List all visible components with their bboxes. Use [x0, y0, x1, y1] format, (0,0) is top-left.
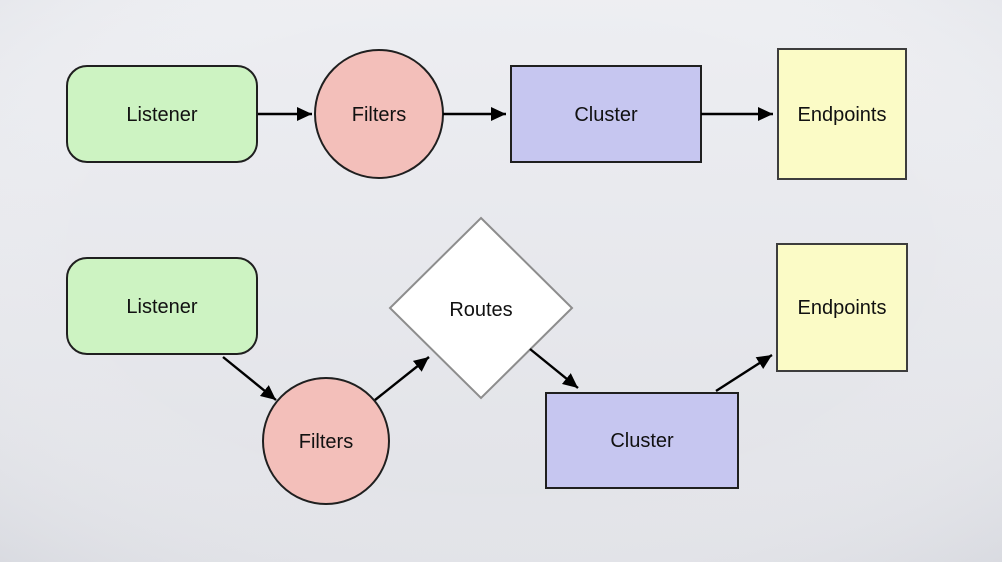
- endpoints-label: Endpoints: [798, 104, 887, 126]
- filters-circle: [262, 377, 390, 505]
- arrow-listener-to-filters-bottom: [222, 356, 277, 401]
- endpoints-square: [777, 48, 907, 180]
- filters-label: Filters: [352, 104, 406, 126]
- listener-label: Listener: [126, 296, 197, 318]
- listener-rounded-rect: [66, 65, 258, 163]
- arrow-routes-to-cluster-bottom: [529, 348, 579, 389]
- bottom-flow: Listener Filters Routes Cluster Endpoint…: [66, 216, 908, 505]
- cluster-label: Cluster: [574, 104, 638, 126]
- node-filters-top: Filters: [314, 49, 444, 179]
- endpoints-label: Endpoints: [798, 297, 887, 319]
- arrow-cluster-to-endpoints-bottom: [715, 353, 773, 393]
- listener-label: Listener: [126, 104, 197, 126]
- endpoints-square: [776, 243, 908, 372]
- cluster-label: Cluster: [610, 430, 674, 452]
- node-endpoints-bottom: Endpoints: [776, 243, 908, 372]
- node-filters-bottom: Filters: [262, 377, 390, 505]
- cluster-rect: [510, 65, 702, 163]
- node-listener-top: Listener: [66, 65, 258, 163]
- node-listener-bottom: Listener: [66, 257, 258, 355]
- arrow-filters-to-routes-bottom: [374, 356, 430, 401]
- node-cluster-top: Cluster: [510, 65, 702, 163]
- filters-label: Filters: [299, 431, 353, 453]
- routes-diamond: [388, 216, 574, 400]
- top-flow: Listener Filters Cluster Endpoints: [66, 48, 907, 180]
- node-cluster-bottom: Cluster: [545, 392, 739, 489]
- listener-rounded-rect: [66, 257, 258, 355]
- node-endpoints-top: Endpoints: [777, 48, 907, 180]
- node-routes-bottom: Routes: [388, 216, 574, 400]
- routes-label: Routes: [449, 299, 512, 321]
- cluster-rect: [545, 392, 739, 489]
